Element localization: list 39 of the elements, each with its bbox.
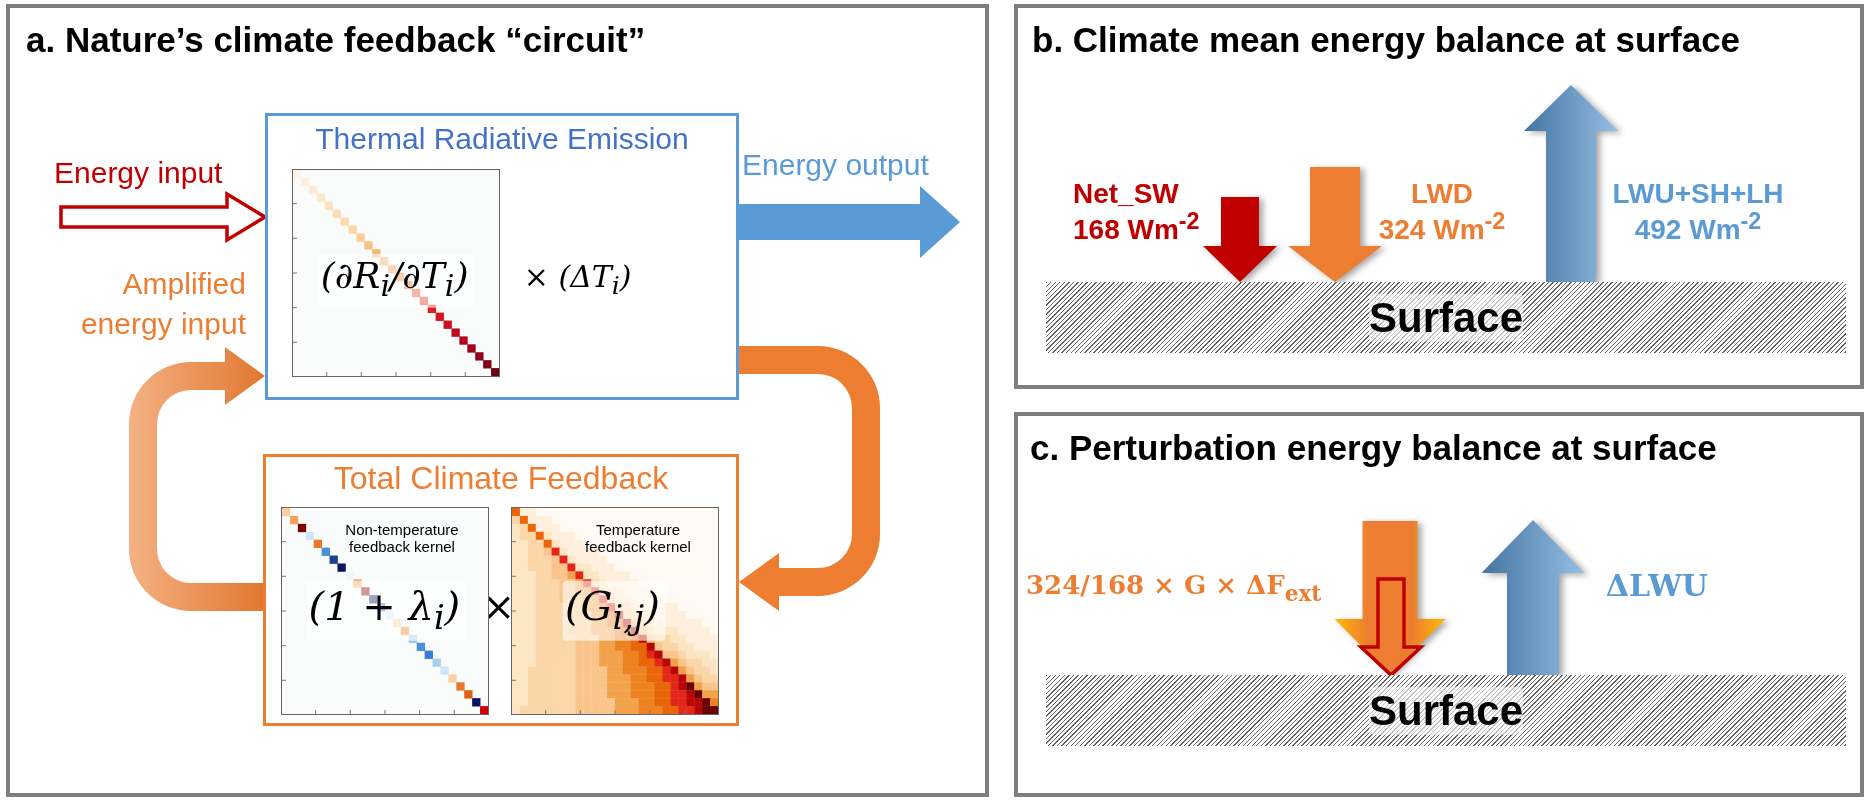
hatched-surface-band <box>1046 675 1846 746</box>
edge-label: 324/168 × G × ΔF$_{ext}$ <box>1025 570 1323 608</box>
block-arrow <box>1334 521 1446 675</box>
plot-caption: Temperature feedback kernel <box>584 521 692 556</box>
panel-frame <box>1014 4 1864 389</box>
surface-label: Surface <box>1368 686 1524 736</box>
block-arrow <box>739 186 960 258</box>
panel-frame <box>6 4 989 797</box>
heatmap-plot <box>281 507 489 715</box>
edge-label: ΔLWU <box>1604 568 1709 606</box>
block-arrow <box>1524 85 1618 282</box>
surface-label: Surface <box>1368 293 1524 343</box>
panel-title: c. Perturbation energy balance at surface <box>1030 428 1717 469</box>
curved-arrow <box>129 347 265 611</box>
outlined-box <box>263 454 739 726</box>
block-arrow <box>1481 520 1585 675</box>
heatmap-plot <box>292 169 500 377</box>
box-title: Thermal Radiative Emission <box>315 122 689 157</box>
edge-label: Amplified energy input <box>79 266 246 342</box>
plot-caption: Non-temperature feedback kernel <box>344 521 460 556</box>
edge-label: Energy output <box>742 148 929 183</box>
block-arrow <box>1288 167 1382 282</box>
math-operator: × <box>480 581 517 631</box>
edge-label: Net_SW 168 Wm$^{-2}$ <box>1073 177 1200 247</box>
outlined-box <box>265 113 739 400</box>
heatmap-plot <box>511 507 719 715</box>
panel-title: a. Nature’s climate feedback “circuit” <box>26 20 646 61</box>
panel-title: b. Climate mean energy balance at surface <box>1032 20 1741 61</box>
edge-label: Energy input <box>54 156 223 191</box>
panel-frame <box>1014 412 1864 797</box>
hollow-arrow <box>1356 577 1426 678</box>
block-arrow <box>1203 197 1277 282</box>
hatched-surface-band <box>1046 282 1846 353</box>
edge-label: LWD 324 Wm$^{-2}$ <box>1378 177 1506 247</box>
math-formula: (G$_{i,j}$) <box>562 580 666 642</box>
curved-arrow <box>739 346 880 611</box>
math-formula: × (ΔT$_{i}$) <box>522 259 633 303</box>
edge-label: LWU+SH+LH 492 Wm$^{-2}$ <box>1612 177 1784 247</box>
box-title: Total Climate Feedback <box>333 460 669 497</box>
